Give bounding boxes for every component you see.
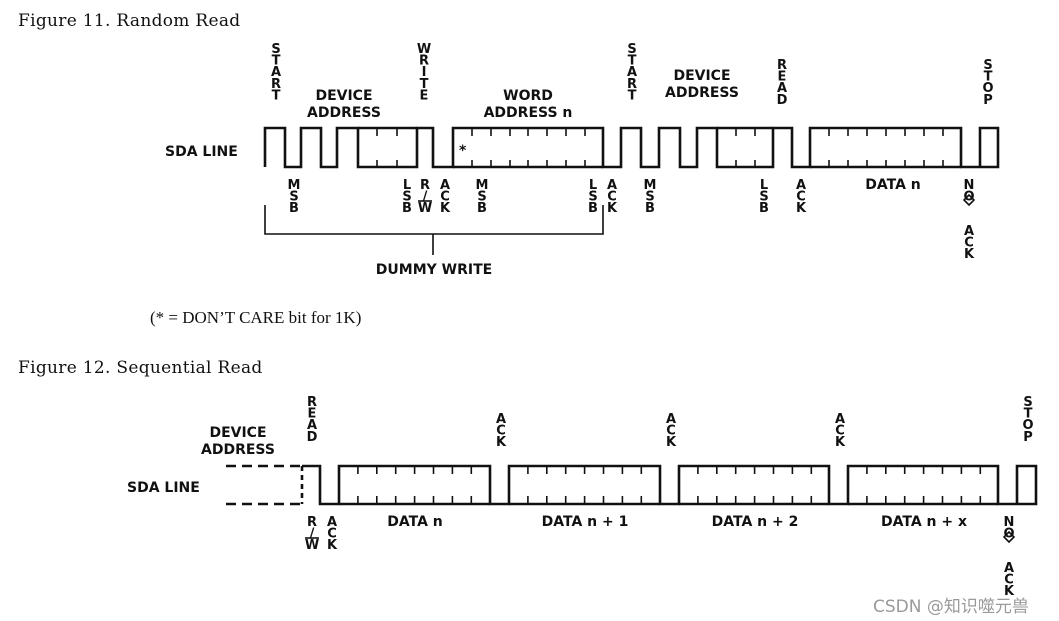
fig12-data-label-0: DATA n: [387, 514, 443, 530]
fig11-rw-label: R/W: [418, 178, 432, 216]
fig12-data-label-1: DATA n + 1: [542, 514, 629, 530]
fig11-bit-ticks: [376, 128, 944, 167]
fig12-device-address-line1: DEVICE: [209, 425, 266, 441]
fig11-device-address-line2: ADDRESS: [307, 105, 381, 121]
figure-11-title: Figure 11. Random Read: [18, 11, 241, 31]
watermark: CSDN @知识噬元兽: [873, 597, 1029, 617]
fig12-sda-line-label: SDA LINE: [127, 480, 200, 496]
fig11-waveform: [263, 126, 1000, 169]
fig11-dummy-write-label: DUMMY WRITE: [376, 262, 492, 278]
fig12-rw-label: R/W: [305, 515, 319, 553]
fig12-data-label-2: DATA n + 2: [712, 514, 799, 530]
fig12-bit-ticks: [357, 466, 982, 504]
fig11-dont-care-star: *: [459, 143, 467, 159]
fig11-sda-line-label: SDA LINE: [165, 144, 238, 160]
fig11-device-address2-line1: DEVICE: [673, 68, 730, 84]
fig11-device-address-line1: DEVICE: [315, 88, 372, 104]
figure-11-diagram: SDA LINE * D: [165, 42, 1000, 278]
dont-care-note: (* = DON’T CARE bit for 1K): [150, 308, 362, 327]
fig11-data-n-label: DATA n: [865, 177, 921, 193]
fig12-device-address-line2: ADDRESS: [201, 442, 275, 458]
fig11-word-address-line1: WORD: [503, 88, 553, 104]
fig11-dummy-write-bracket: [264, 205, 604, 255]
fig11-word-address-line2: ADDRESS n: [484, 105, 573, 121]
fig11-no-ack-diamond: [962, 193, 976, 207]
fig12-no-ack-diamond: [1002, 530, 1016, 544]
figure-12-title: Figure 12. Sequential Read: [18, 358, 263, 378]
fig12-waveform: [302, 464, 1038, 506]
fig12-data-label-3: DATA n + x: [881, 514, 967, 530]
fig11-device-address2-line2: ADDRESS: [665, 85, 739, 101]
